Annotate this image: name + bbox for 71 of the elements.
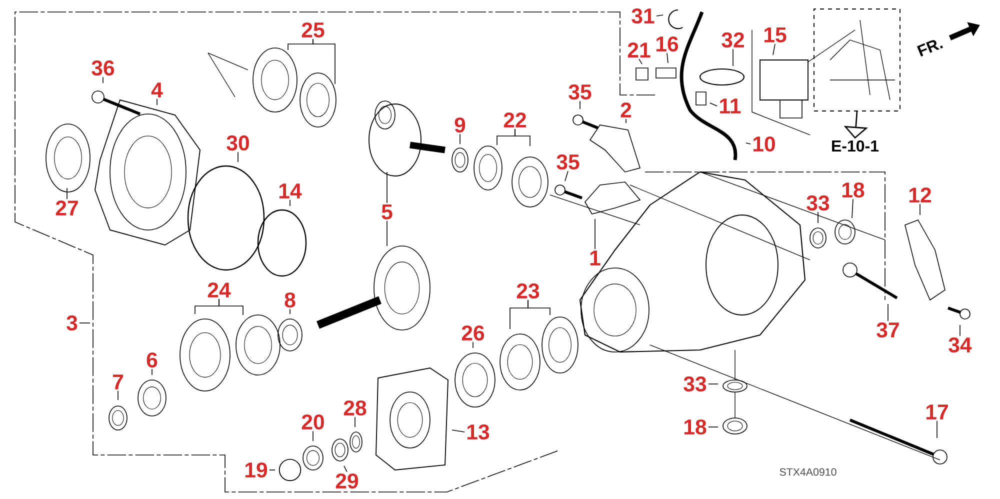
callout-number: 18	[684, 419, 706, 435]
callout-number: 13	[467, 424, 490, 440]
leader-line	[102, 76, 104, 84]
drawing-number: STX4A0910	[780, 468, 836, 476]
callout-number: 34	[948, 337, 972, 353]
leader-line	[666, 52, 668, 64]
leader-line	[852, 198, 854, 218]
leader-line	[772, 44, 776, 56]
callout-number: 17	[926, 404, 948, 420]
callout-number: 9	[454, 117, 466, 133]
callout-number: 10	[753, 136, 775, 152]
callout-number: 11	[720, 98, 741, 114]
leader-line	[746, 142, 751, 144]
leader-line	[79, 322, 90, 324]
leader-line	[514, 128, 530, 146]
callout-number: 5	[382, 204, 392, 220]
callout-number: 27	[56, 200, 78, 216]
callout-number: 36	[92, 60, 114, 76]
leader-line	[156, 98, 158, 106]
callout-number: 35	[568, 84, 592, 100]
callout-number: 30	[226, 135, 249, 151]
callout-number: 33	[684, 376, 706, 392]
callout-number: 28	[344, 400, 366, 416]
leader-line	[732, 48, 734, 66]
callout-number: 25	[302, 22, 324, 38]
callout-number: 32	[722, 32, 744, 48]
leader-line	[656, 14, 664, 16]
leader-line	[66, 188, 68, 200]
callout-number: 26	[462, 325, 484, 341]
callout-number: 18	[842, 182, 864, 198]
callout-number: 2	[620, 102, 632, 118]
callout-number: 6	[146, 352, 158, 368]
callout-number: 22	[504, 112, 526, 128]
callout-number: 1	[590, 250, 600, 266]
leader-line	[452, 430, 465, 432]
leader-line	[594, 218, 596, 250]
callout-number: 12	[909, 188, 931, 202]
callout-number: 35	[556, 154, 580, 170]
leader-line	[472, 342, 474, 348]
leader-line	[354, 416, 356, 428]
leader-line	[386, 172, 388, 204]
callout-number: 15	[764, 28, 786, 42]
leader-line	[344, 466, 348, 472]
callout-number: 37	[876, 322, 899, 338]
inset-view	[814, 8, 900, 112]
leader-line	[936, 420, 938, 438]
leader-line	[528, 300, 550, 316]
callout-number: 4	[151, 82, 163, 98]
callout-number: 31	[632, 8, 654, 24]
callout-number: 23	[516, 283, 540, 299]
callout-number: 16	[656, 36, 678, 52]
leader-line	[638, 58, 642, 64]
leader-line	[708, 426, 718, 428]
leader-line	[312, 38, 336, 84]
callout-number: 29	[336, 473, 358, 489]
callout-number: 14	[279, 184, 302, 198]
callout-number: 7	[113, 374, 123, 390]
callout-number: 24	[208, 282, 231, 298]
callout-number: 8	[284, 292, 296, 308]
callout-number: 33	[806, 195, 830, 211]
callout-number: 3	[66, 315, 78, 331]
callout-number: 19	[245, 462, 268, 478]
leader-line	[710, 102, 718, 106]
leader-line	[564, 170, 568, 182]
leader-line	[386, 220, 388, 246]
leader-line	[218, 298, 244, 316]
leader-line	[312, 430, 314, 442]
direction-label: FR.	[916, 40, 943, 57]
callout-number: 21	[628, 42, 650, 58]
callout-number: 20	[302, 414, 324, 430]
reference-label: E-10-1	[832, 140, 879, 152]
